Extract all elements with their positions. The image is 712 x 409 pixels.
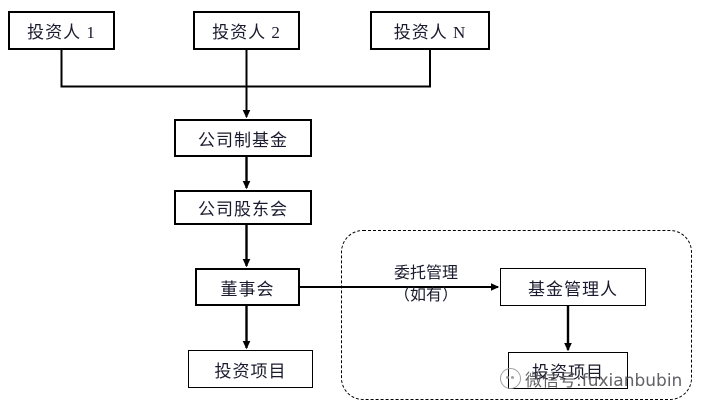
wechat-logo-icon <box>500 368 521 389</box>
edge-label-line-1: 委托管理 <box>393 265 458 282</box>
wire-investorN-to-bus <box>246 50 431 88</box>
node-investor-2[interactable]: 投资人 2 <box>193 11 300 50</box>
watermark-text: 微信号:fuxianbubin <box>525 371 683 391</box>
edge-label-delegated-management: 委托管理 （如有） <box>366 263 486 306</box>
node-board-of-directors[interactable]: 董事会 <box>195 268 300 306</box>
node-corporate-fund[interactable]: 公司制基金 <box>174 119 312 157</box>
node-investment-project-left[interactable]: 投资项目 <box>188 350 313 388</box>
watermark: 微信号:fuxianbubin <box>500 366 682 391</box>
delegated-management-group-region <box>341 230 692 400</box>
node-shareholders-meeting[interactable]: 公司股东会 <box>174 190 312 225</box>
edge-label-line-2: （如有） <box>393 286 458 304</box>
node-investor-n[interactable]: 投资人 N <box>370 11 490 50</box>
wire-investor1-to-bus <box>60 50 246 88</box>
node-fund-manager[interactable]: 基金管理人 <box>500 268 646 306</box>
node-investor-1[interactable]: 投资人 1 <box>8 11 115 50</box>
